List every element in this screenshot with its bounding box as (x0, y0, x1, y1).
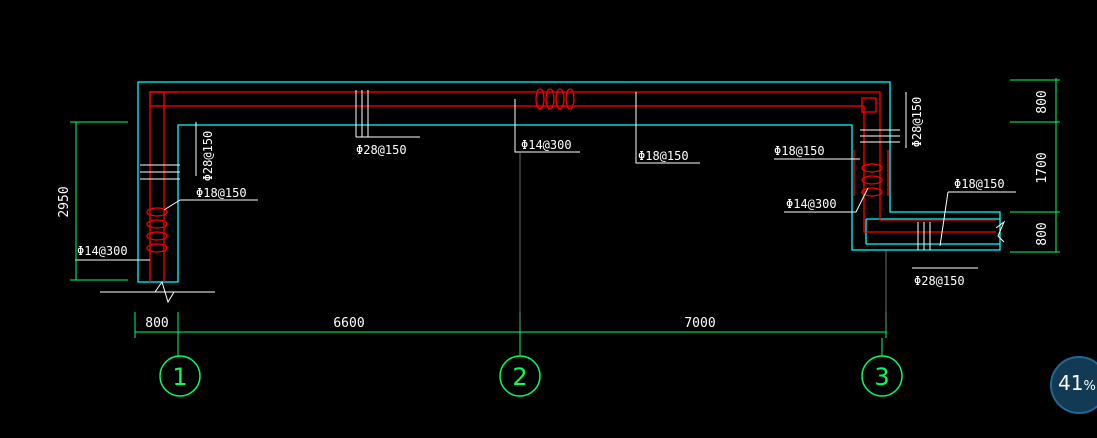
dim-right-1: 800 (1035, 90, 1050, 113)
rebar-label-right-bottom-vertical: Φ28@150 (914, 274, 965, 288)
rebar-label-right-stirrup: Φ14@300 (786, 197, 837, 211)
dim-bottom-1: 800 (145, 316, 168, 331)
rebar-label-right-vertical: Φ28@150 (910, 97, 924, 148)
progress-unit: % (1083, 379, 1096, 394)
rebar-label-top-horizontal: Φ18@150 (638, 149, 689, 163)
dim-right-3: 800 (1035, 222, 1050, 245)
axis-label-3: 3 (874, 363, 889, 391)
rebar-label-top-stirrup: Φ14@300 (521, 138, 572, 152)
dimension-lines (70, 78, 1060, 356)
dim-bottom-2: 6600 (333, 316, 364, 331)
axis-label-1: 1 (172, 363, 187, 391)
stirrup-marks (146, 88, 883, 253)
rebar-label-top-vertical: Φ28@150 (356, 143, 407, 157)
rebar-lines (150, 92, 996, 282)
grid-lines (519, 152, 887, 330)
dim-right-2: 1700 (1035, 152, 1050, 183)
leader-lines (75, 90, 1016, 293)
rebar-label-right-horizontal-1: Φ18@150 (774, 144, 825, 158)
concrete-outline (137, 81, 1001, 283)
dim-bottom-3: 7000 (684, 316, 715, 331)
break-symbols (140, 220, 1006, 304)
rebar-label-left-horizontal: Φ18@150 (196, 186, 247, 200)
rebar-label-left-vertical: Φ28@150 (201, 131, 215, 182)
progress-badge[interactable] (1050, 356, 1097, 414)
rebar-label-left-stirrup: Φ14@300 (77, 244, 128, 258)
axis-label-2: 2 (512, 363, 527, 391)
rebar-label-right-horizontal-2: Φ18@150 (954, 177, 1005, 191)
progress-value: 41 (1058, 371, 1084, 395)
dim-left-height: 2950 (57, 186, 72, 217)
progress-badge-label: 41% (1058, 371, 1096, 395)
axis-bubbles (159, 355, 903, 397)
